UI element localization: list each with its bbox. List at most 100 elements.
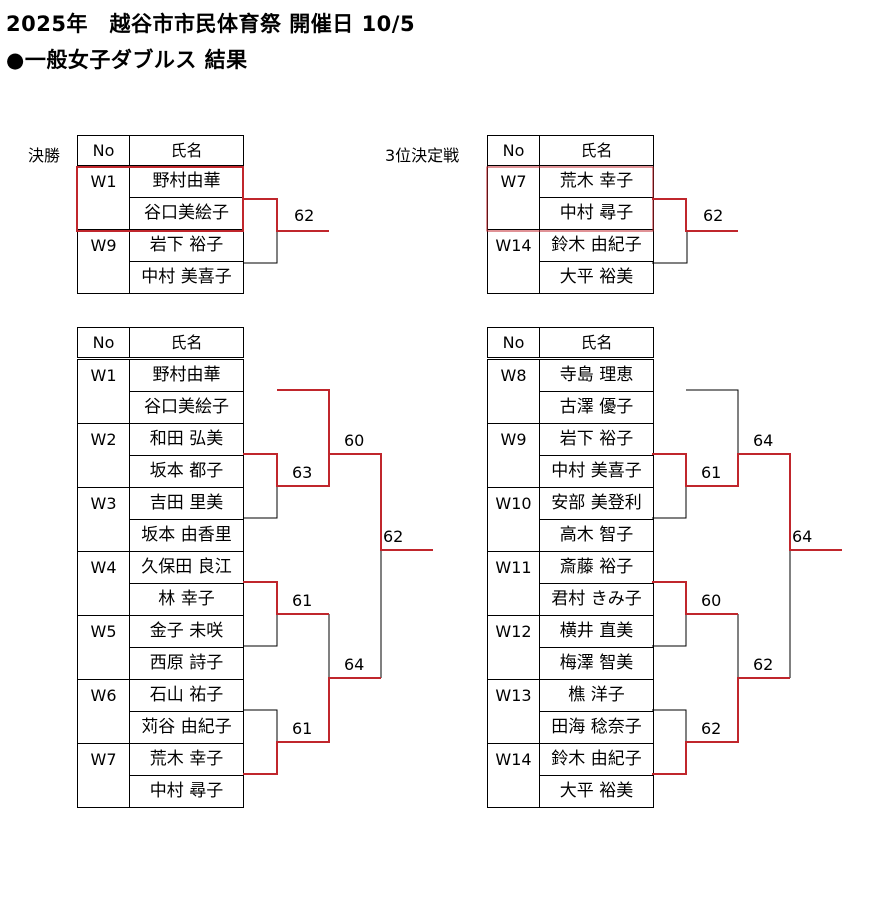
score: 64 [344, 655, 365, 674]
team-row: 中村 尋子 [488, 197, 654, 230]
team-row: 中村 美喜子 [488, 455, 654, 488]
player-name: 安部 美登利 [539, 487, 654, 520]
winner-line [652, 581, 738, 615]
winner-highlight-box [76, 166, 244, 232]
winner-line [652, 198, 738, 232]
bracket-line [652, 486, 687, 519]
player-name: 中村 美喜子 [539, 455, 654, 488]
team-no: W10 [487, 487, 540, 552]
player-name: 梅澤 智美 [539, 647, 654, 680]
player-name: 斎藤 裕子 [539, 551, 654, 584]
col-no-header: No [77, 327, 130, 360]
team-row: 坂本 由香里 [78, 519, 244, 552]
bracket-line [243, 231, 278, 264]
team-no: W3 [77, 487, 130, 552]
score: 60 [344, 431, 365, 450]
col-name-header: 氏名 [129, 135, 244, 166]
third-place-score: 62 [703, 206, 724, 225]
team-row: 大平 裕美 [488, 775, 654, 808]
bracket-line [652, 614, 687, 647]
team-row: 田海 稔奈子 [488, 711, 654, 744]
score: 62 [701, 719, 722, 738]
player-name: 樵 洋子 [539, 679, 654, 712]
score: 64 [753, 431, 774, 450]
page-title: 2025年 越谷市市民体育祭 開催日 10/5 [6, 12, 416, 36]
player-name: 苅谷 由紀子 [129, 711, 244, 744]
bracket-line [243, 486, 278, 519]
player-name: 中村 美喜子 [129, 261, 244, 294]
player-name: 田海 稔奈子 [539, 711, 654, 744]
player-name: 岩下 裕子 [129, 229, 244, 262]
player-name: 寺島 理恵 [539, 358, 654, 392]
player-name: 中村 尋子 [129, 775, 244, 808]
player-name: 谷口美絵子 [129, 197, 244, 230]
player-name: 久保田 良江 [129, 551, 244, 584]
team-row: 大平 裕美 [488, 261, 654, 294]
team-row: 苅谷 由紀子 [78, 711, 244, 744]
winner-line [243, 677, 381, 775]
player-name: 野村由華 [129, 165, 244, 198]
team-no: W9 [77, 229, 130, 294]
team-no: W12 [487, 615, 540, 680]
player-name: 吉田 里美 [129, 487, 244, 520]
player-name: 大平 裕美 [539, 261, 654, 294]
score: 61 [701, 463, 722, 482]
bracket-line [652, 709, 687, 742]
player-name: 高木 智子 [539, 519, 654, 552]
player-name: 大平 裕美 [539, 775, 654, 808]
team-no: W11 [487, 551, 540, 616]
col-name-header: 氏名 [129, 327, 244, 360]
player-name: 鈴木 由紀子 [539, 743, 654, 776]
team-row: 中村 尋子 [78, 775, 244, 808]
player-name: 荒木 幸子 [539, 165, 654, 198]
bracket-line [652, 231, 688, 264]
player-name: 谷口美絵子 [129, 391, 244, 424]
team-row: 坂本 都子 [78, 455, 244, 488]
player-name: 坂本 由香里 [129, 519, 244, 552]
third-place-label: 3位決定戦 [385, 146, 460, 165]
bracket-line [243, 614, 278, 647]
player-name: 金子 未咲 [129, 615, 244, 648]
team-row: 谷口美絵子 [78, 197, 244, 230]
team-row: 谷口美絵子 [78, 391, 244, 424]
player-name: 西原 詩子 [129, 647, 244, 680]
team-row: 高木 智子 [488, 519, 654, 552]
winner-line [243, 581, 329, 615]
score: 61 [292, 591, 313, 610]
winner-highlight-box [486, 166, 654, 232]
score: 64 [792, 527, 813, 546]
winner-line [652, 453, 842, 551]
team-row: 中村 美喜子 [78, 261, 244, 294]
player-name: 古澤 優子 [539, 391, 654, 424]
score: 62 [383, 527, 404, 546]
score: 61 [292, 719, 313, 738]
player-name: 岩下 裕子 [539, 423, 654, 456]
player-name: 中村 尋子 [539, 197, 654, 230]
team-no: W1 [77, 358, 130, 424]
score: 62 [753, 655, 774, 674]
team-no: W6 [77, 679, 130, 744]
event-title: ●一般女子ダブルス 結果 [6, 48, 248, 72]
winner-line [243, 198, 329, 232]
score: 63 [292, 463, 313, 482]
player-name: 坂本 都子 [129, 455, 244, 488]
